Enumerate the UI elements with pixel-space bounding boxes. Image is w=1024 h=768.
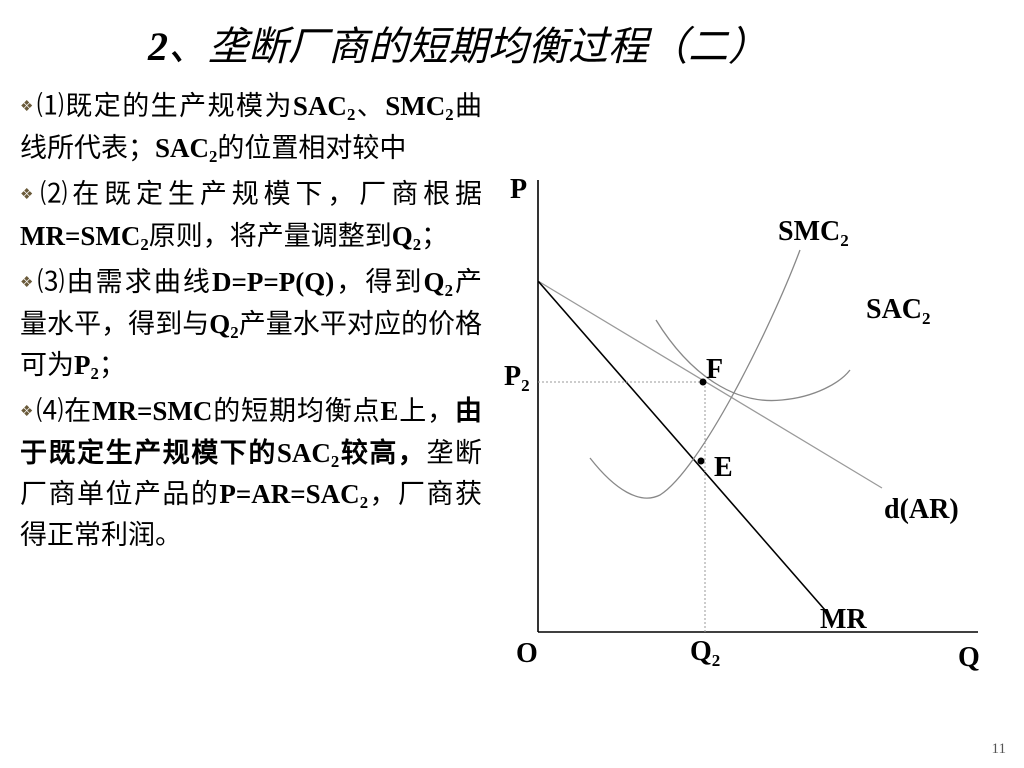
point-4: ❖⑷在MR=SMC的短期均衡点E上，由于既定生产规模下的SAC2较高，垄断厂商单… <box>20 391 482 556</box>
point-1-term-smc: SMC <box>385 91 446 121</box>
point-4-text-a: ⑷在 <box>36 396 93 426</box>
mr-label: MR <box>820 604 867 635</box>
point-3-text-a: ⑶由需求曲线 <box>37 267 212 297</box>
point-3-sub: 2 <box>444 281 453 301</box>
explanation-text: ❖⑴既定的生产规模为SAC2、SMC2曲线所代表；SAC2的位置相对较中 ❖⑵在… <box>20 86 482 561</box>
point-1-text-g: 的位置相对较中 <box>217 133 407 163</box>
point-2-term-mr-smc: MR=SMC <box>20 221 141 251</box>
sac-curve <box>655 319 851 402</box>
point-3-text-g: 产量水平对应的价格可为 <box>20 309 483 380</box>
diamond-bullet-icon: ❖ <box>20 404 35 420</box>
point-2: ❖⑵在既定生产规模下，厂商根据MR=SMC2原则，将产量调整到Q2； <box>20 174 482 257</box>
page-number: 11 <box>991 741 1006 757</box>
axis-p-label: P <box>510 174 527 205</box>
point-3-text-e: 产量水平，得到与 <box>20 267 483 339</box>
point-3: ❖⑶由需求曲线D=P=P(Q)，得到Q2产量水平，得到与Q2产量水平对应的价格可… <box>20 262 482 386</box>
point-4-emphasis: 由于既定生产规模下的 <box>20 396 483 468</box>
point-1-sub: 2 <box>209 147 218 167</box>
axis-q-label: Q <box>958 642 980 673</box>
point-4-term-mr-smc: MR=SMC <box>92 396 213 426</box>
point-2-text-e: ； <box>421 221 449 251</box>
sac-label: SAC2 <box>866 294 931 328</box>
point-4-emphasis: 较高， <box>339 438 427 468</box>
point-4-text-i: 垄断厂商单位产品的 <box>20 438 483 509</box>
slide-title: 2、垄断厂商的短期均衡过程（二） <box>148 14 768 72</box>
title-text: 垄断厂商的短期均衡过程（二） <box>208 24 768 69</box>
point-4-term-e: E <box>380 396 399 426</box>
p2-label: P2 <box>504 361 530 395</box>
point-3-text-c: ，得到 <box>334 267 424 297</box>
point-3-term-demand: D=P=P(Q) <box>211 267 335 297</box>
point-4-sub: 2 <box>330 452 340 472</box>
point-1-sep: 、 <box>355 91 386 121</box>
smc-label: SMC2 <box>778 216 849 250</box>
point-e-marker <box>697 457 705 465</box>
point-3-term-p: P <box>74 350 91 380</box>
point-1-term-sac: SAC <box>292 91 347 121</box>
point-1: ❖⑴既定的生产规模为SAC2、SMC2曲线所代表；SAC2的位置相对较中 <box>20 86 482 169</box>
point-1-term-sac: SAC <box>155 133 210 163</box>
diamond-bullet-icon: ❖ <box>20 275 36 291</box>
mr-curve <box>537 280 826 611</box>
point-1-sub: 2 <box>445 105 454 125</box>
title-separator: 、 <box>168 24 208 69</box>
smc-curve <box>589 249 801 499</box>
point-4-text-k: ，厂商获得正常利润。 <box>20 479 483 550</box>
point-4-text-c: 的短期均衡点 <box>212 396 381 426</box>
demand-curve <box>537 280 883 489</box>
point-1-sub: 2 <box>346 105 356 125</box>
diamond-bullet-icon: ❖ <box>20 187 39 203</box>
point-2-text-a: ⑵在既定生产规模下，厂商根据 <box>40 179 482 209</box>
title-number: 2 <box>148 24 168 69</box>
q2-label: Q2 <box>690 636 720 670</box>
point-2-term-q: Q <box>391 221 413 251</box>
point-f-label: F <box>706 354 723 385</box>
demand-label: d(AR) <box>884 494 959 525</box>
origin-label: O <box>516 638 538 669</box>
point-4-text-e: 上， <box>398 396 456 426</box>
point-2-text-c: 原则，将产量调整到 <box>148 221 392 251</box>
point-f-marker <box>699 378 707 386</box>
point-2-sub: 2 <box>140 235 149 255</box>
diamond-bullet-icon: ❖ <box>20 99 35 115</box>
point-3-term-q: Q <box>209 309 231 339</box>
point-1-text-a: ⑴既定的生产规模为 <box>36 91 293 121</box>
point-1-text-e: 曲线所代表； <box>20 91 483 163</box>
point-2-sub: 2 <box>412 235 422 255</box>
point-4-term-price: P=AR=SAC <box>219 479 360 509</box>
point-3-term-q: Q <box>423 267 445 297</box>
point-3-sub: 2 <box>90 364 99 384</box>
point-3-text-i: ； <box>98 350 126 380</box>
point-3-sub: 2 <box>230 323 239 343</box>
point-4-term-sac: SAC <box>276 438 331 468</box>
point-e-label: E <box>714 452 733 483</box>
point-4-sub: 2 <box>359 493 369 513</box>
